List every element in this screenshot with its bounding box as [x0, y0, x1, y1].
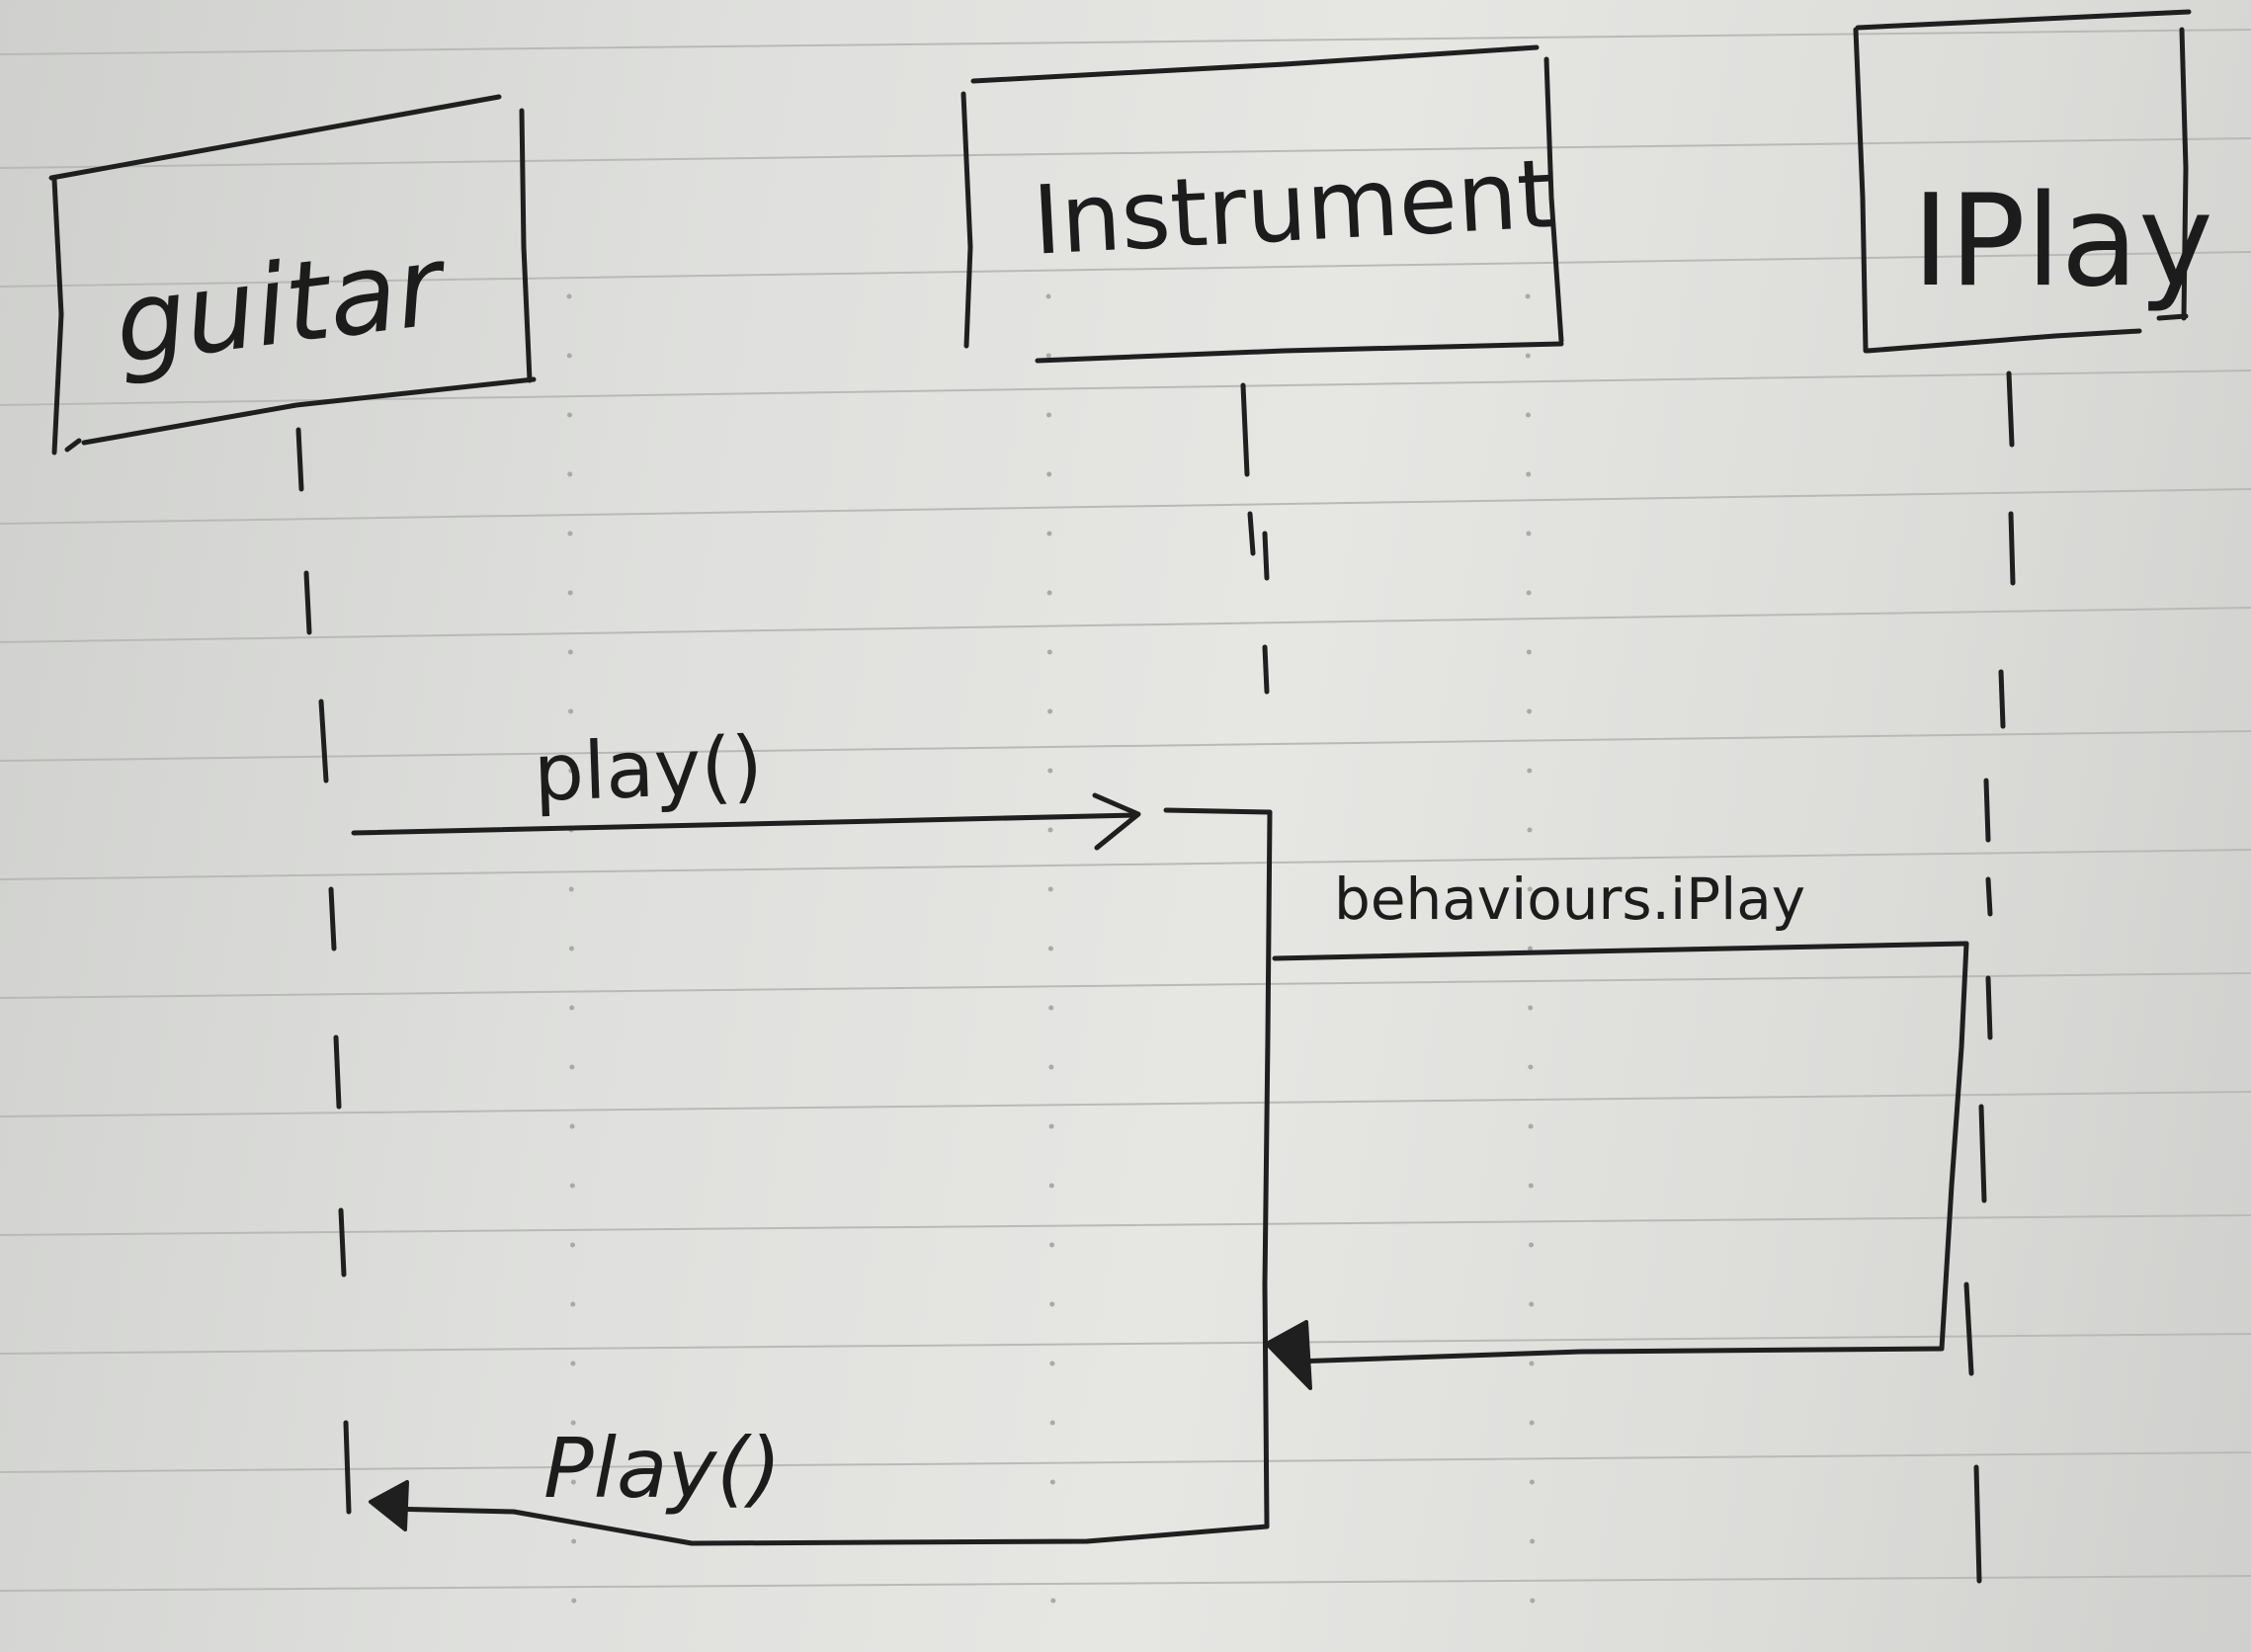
grid-dot	[567, 649, 573, 655]
grid-dot	[1049, 1242, 1055, 1248]
grid-dot	[1528, 1123, 1534, 1129]
activation-bar-instrument	[689, 807, 1273, 1546]
grid-dot	[1047, 827, 1053, 833]
grid-dot	[1046, 531, 1052, 537]
grid-dot	[1049, 1420, 1055, 1426]
grid-dot	[568, 946, 574, 951]
grid-dot	[569, 1183, 575, 1189]
grid-dot	[1049, 1301, 1055, 1307]
grid-dot	[1050, 1598, 1056, 1604]
grid-dot	[570, 1301, 576, 1307]
grid-dot	[1048, 1183, 1054, 1189]
grid-dot	[1528, 1005, 1534, 1011]
message-label-behaviours-iplay: behaviours.iPlay	[1334, 866, 1805, 933]
grid-dot	[1529, 1361, 1535, 1366]
grid-dot	[569, 1064, 575, 1070]
grid-dot	[1047, 768, 1053, 774]
grid-dot	[1045, 353, 1051, 359]
grid-dot	[1046, 471, 1052, 477]
message-return-iplay	[1265, 1320, 1945, 1390]
grid-dot	[570, 1242, 576, 1248]
grid-dot	[569, 1005, 575, 1011]
grid-dot	[1530, 1538, 1536, 1544]
grid-dot	[1530, 1598, 1536, 1604]
grid-dot	[1527, 827, 1533, 833]
grid-dot	[1527, 946, 1533, 951]
grid-dot	[1046, 590, 1052, 596]
grid-dot	[1049, 1361, 1055, 1366]
grid-dot	[1048, 1005, 1054, 1011]
participant-label-instrument: Instrument	[1030, 138, 1556, 276]
grid-dot	[1528, 1183, 1534, 1189]
grid-dot	[1045, 293, 1051, 299]
grid-dot	[1047, 946, 1053, 951]
grid-dot	[568, 768, 574, 774]
message-play-return: Play()	[369, 1420, 782, 1546]
grid-dot	[1529, 1242, 1535, 1248]
grid-dot	[1529, 1420, 1535, 1426]
grid-dot	[570, 1420, 576, 1426]
grid-dot	[567, 531, 573, 537]
grid-dot	[570, 1479, 576, 1485]
grid-dot	[1526, 590, 1532, 596]
grid-dot	[1525, 293, 1531, 299]
ruled-lines	[0, 29, 2251, 1592]
grid-dot	[1528, 1064, 1534, 1070]
grid-dot	[1526, 531, 1532, 537]
grid-dot	[1526, 649, 1532, 655]
grid-dot	[1046, 649, 1052, 655]
grid-dot	[570, 1361, 576, 1366]
lifeline-instrument	[1240, 382, 1270, 695]
grid-dot	[1527, 768, 1533, 774]
message-play-call: play()	[351, 719, 1141, 851]
participant-box-instrument: Instrument	[960, 44, 1564, 364]
grid-dot	[1047, 708, 1053, 714]
participant-box-iplay: IPlay	[1853, 9, 2213, 354]
grid-dot	[1048, 1064, 1054, 1070]
message-behaviours-iplay: behaviours.iPlay	[1272, 866, 1969, 1352]
grid-dot	[1049, 1479, 1055, 1485]
grid-dot	[568, 886, 574, 892]
grid-dot	[567, 590, 573, 596]
grid-dot	[566, 293, 572, 299]
grid-dot	[569, 1123, 575, 1129]
participant-label-iplay: IPlay	[1912, 168, 2213, 315]
return-arrowhead	[1265, 1320, 1312, 1390]
play-return-arrowhead	[369, 1480, 409, 1531]
grid-dot	[1048, 1123, 1054, 1129]
grid-dot	[1529, 1301, 1535, 1307]
grid-dot	[568, 708, 574, 714]
grid-dot	[1047, 886, 1053, 892]
grid-dot	[566, 353, 572, 359]
participant-box-guitar: guitar	[48, 94, 537, 455]
grid-dot	[567, 412, 573, 418]
message-label-play-return: Play()	[543, 1420, 782, 1517]
dot-grid	[566, 293, 1536, 1604]
grid-dot	[1527, 886, 1533, 892]
grid-dot	[1046, 412, 1052, 418]
grid-dot	[1526, 412, 1532, 418]
grid-dot	[571, 1598, 577, 1604]
grid-dot	[1527, 708, 1533, 714]
grid-dot	[1529, 1479, 1535, 1485]
grid-dot	[567, 471, 573, 477]
message-label-play-call: play()	[532, 719, 764, 819]
lifeline-guitar	[295, 427, 352, 1515]
grid-dot	[571, 1538, 577, 1544]
lifeline-iplay	[1963, 371, 2016, 1584]
grid-dot	[1525, 353, 1531, 359]
participant-label-guitar: guitar	[108, 221, 455, 389]
grid-dot	[1526, 471, 1532, 477]
